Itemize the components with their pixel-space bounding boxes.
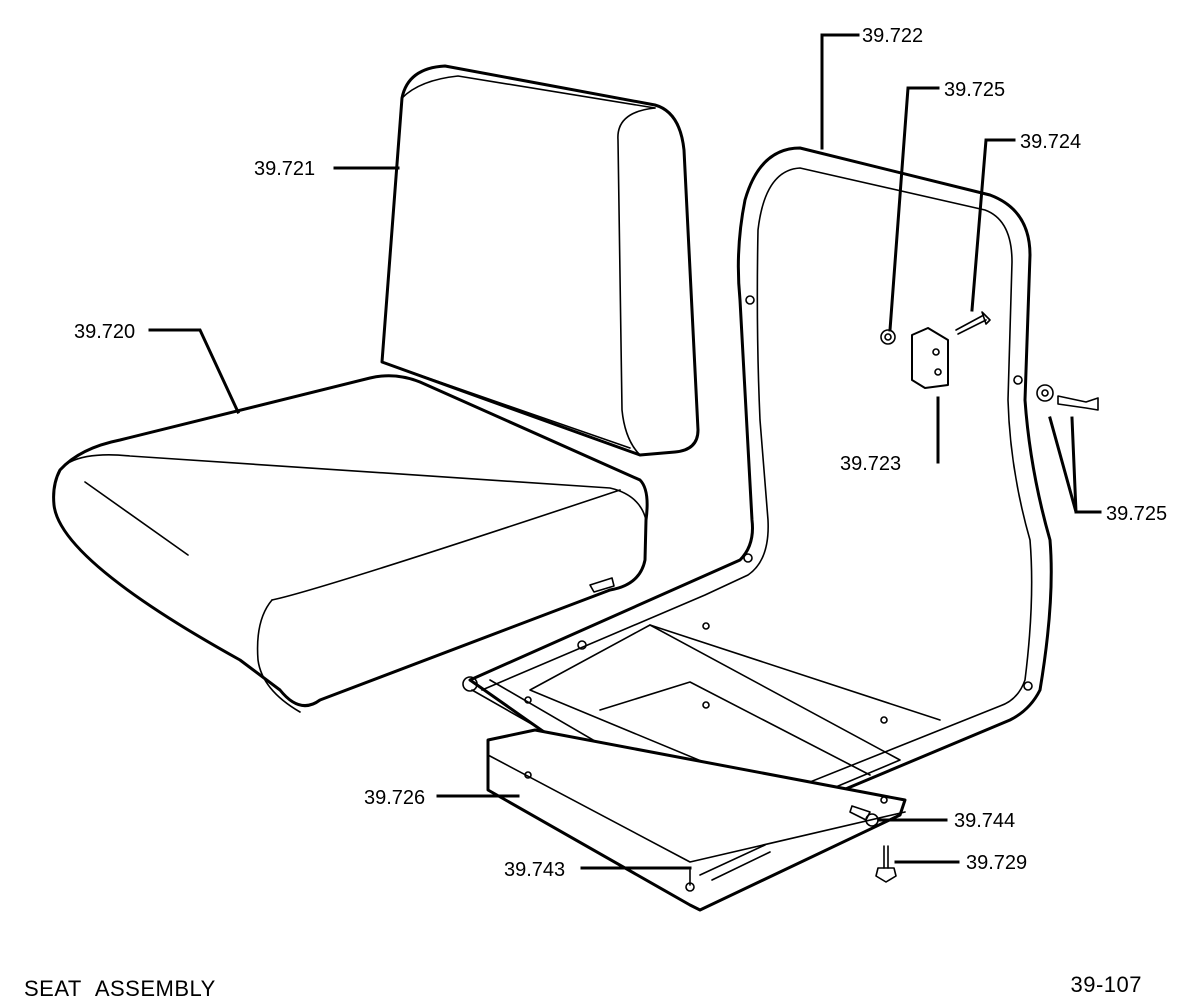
screw-724 (955, 311, 991, 335)
washer-bolt-right (1036, 384, 1099, 411)
bolt-744 (849, 805, 879, 827)
callout-39-720: 39.720 (74, 321, 135, 343)
callout-39-722: 39.722 (862, 25, 923, 47)
bolt-729 (875, 845, 897, 883)
backrest-cushion (380, 64, 700, 457)
callout-39-729: 39.729 (966, 852, 1027, 874)
callout-39-744: 39.744 (954, 810, 1015, 832)
callout-39-723: 39.723 (840, 453, 901, 475)
leader-lines (148, 33, 1102, 870)
nut-top (880, 329, 896, 345)
callout-39-725-top: 39.725 (944, 79, 1005, 101)
callout-39-726: 39.726 (364, 787, 425, 809)
seat-cushion (52, 374, 649, 713)
bracket (911, 327, 949, 389)
slide-rail (486, 728, 907, 912)
figure-title: SEAT ASSEMBLY (24, 976, 216, 1001)
back-frame (462, 146, 1053, 848)
callout-39-724: 39.724 (1020, 131, 1081, 153)
callout-39-721: 39.721 (254, 158, 315, 180)
callout-39-743: 39.743 (504, 859, 565, 881)
callout-39-725-right: 39.725 (1106, 503, 1167, 525)
page-number: 39-107 (1070, 972, 1142, 997)
screw-743 (685, 869, 695, 892)
